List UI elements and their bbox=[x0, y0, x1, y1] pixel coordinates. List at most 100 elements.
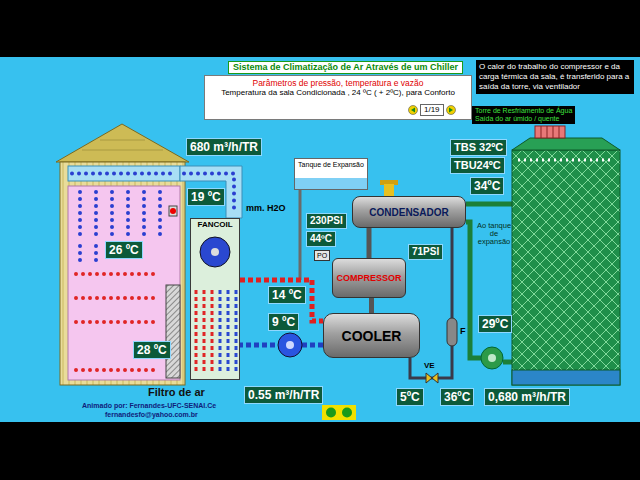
node-text: 28 ºC bbox=[137, 343, 167, 357]
tower-hood bbox=[512, 138, 620, 150]
background-panel bbox=[0, 57, 640, 422]
part-label: VE bbox=[424, 361, 435, 370]
note-label: Ao tanque de expansão bbox=[476, 222, 512, 246]
fancoil-unit: FANCOIL bbox=[190, 218, 240, 380]
node-text: 0.55 m³/h/TR bbox=[248, 388, 319, 402]
credit-text: Animado por: Fernandes-UFC-SENAI.Ce bbox=[82, 402, 216, 410]
air-duct bbox=[180, 166, 242, 218]
tank-pipe bbox=[299, 190, 302, 280]
temperature-display: 36ºC bbox=[440, 388, 474, 406]
node-text: Sistema de Climatização de Ar Através de… bbox=[233, 62, 458, 73]
node-text: CONDENSADOR bbox=[369, 207, 448, 218]
flow-display: 0,680 m³/h/TR bbox=[484, 388, 570, 406]
temperature-display: 5ºC bbox=[396, 388, 424, 406]
unit-label: mm. H2O bbox=[246, 203, 286, 213]
nav-button bbox=[409, 106, 418, 115]
thermostat bbox=[169, 206, 177, 216]
temperature-display: 34ºC bbox=[470, 177, 504, 195]
node-text: O calor do trabalho do compressor e da c… bbox=[479, 62, 631, 92]
temperature-display: TBS 32ºC bbox=[450, 139, 507, 156]
node-text: 71PSI bbox=[412, 246, 439, 258]
node-text: Temperatura da sala Condicionada , 24 ºC… bbox=[208, 88, 468, 98]
flow-display: 0.55 m³/h/TR bbox=[244, 386, 323, 404]
node-text: 14 ºC bbox=[272, 288, 302, 302]
chilled-water-pump bbox=[278, 333, 302, 357]
roof-lines bbox=[82, 140, 163, 150]
expansion-valve bbox=[426, 373, 438, 383]
node-text: 0,680 m³/h/TR bbox=[488, 390, 566, 404]
panel-ground bbox=[204, 75, 472, 120]
pressure-display: 71PSI bbox=[408, 244, 443, 260]
conditioned-room bbox=[68, 186, 180, 380]
cold-air-dots bbox=[184, 174, 234, 215]
pressure-switch: PO bbox=[314, 250, 330, 261]
node-text: 5ºC bbox=[400, 390, 420, 404]
nav-button bbox=[326, 408, 336, 418]
temperature-display: 44ºC bbox=[306, 231, 336, 247]
node-text: COOLER bbox=[342, 328, 402, 344]
cooling-tower bbox=[512, 150, 620, 385]
nav-button bbox=[342, 408, 352, 418]
node-text: Torre de Resfriamento de Água bbox=[475, 107, 572, 115]
node-text: 680 m³/h/TR bbox=[190, 140, 258, 154]
filter-drier bbox=[447, 318, 457, 346]
node-text: 19 ºC bbox=[191, 190, 221, 204]
node-text: 26 ºC bbox=[109, 243, 139, 257]
node-text: 34ºC bbox=[474, 179, 500, 193]
title-box: Sistema de Climatização de Ar Através de… bbox=[228, 61, 463, 74]
credit-text: fernandesfo@yahoo.com.br bbox=[105, 411, 198, 419]
tower-basin bbox=[512, 370, 620, 385]
temperature-display: 14 ºC bbox=[268, 286, 306, 304]
fancoil-body bbox=[190, 218, 240, 380]
node-text: 29ºC bbox=[482, 317, 508, 331]
node-text: 9 ºC bbox=[272, 315, 295, 329]
temperature-display: 19 ºC bbox=[187, 188, 225, 206]
node-text: Saída do ar úmido / quente bbox=[475, 115, 572, 123]
pump-hub bbox=[286, 341, 294, 349]
thermostat-led bbox=[170, 208, 176, 214]
water-pipe bbox=[466, 202, 514, 207]
fan bbox=[200, 237, 230, 267]
node-text: 36ºC bbox=[444, 390, 470, 404]
node-text: Parâmetros de pressão, temperatura e vaz… bbox=[208, 78, 468, 88]
part-label: Filtro de ar bbox=[148, 386, 205, 399]
service-valve bbox=[384, 184, 394, 196]
caption-box: Torre de Resfriamento de ÁguaSaída do ar… bbox=[472, 106, 575, 124]
nav-arrow bbox=[411, 108, 415, 113]
node-text: Tanque de Expansão bbox=[297, 160, 365, 169]
coil-cold bbox=[220, 290, 236, 372]
fan-hub bbox=[211, 248, 219, 256]
air-filter bbox=[166, 285, 180, 378]
cooler: COOLER bbox=[323, 313, 420, 358]
page-counter: 1/19 bbox=[420, 104, 444, 116]
condenser: CONDENSADOR bbox=[352, 196, 466, 228]
temperature-display: TBU24ºC bbox=[450, 157, 505, 174]
pressure-display: 230PSI bbox=[306, 213, 347, 229]
suction-line bbox=[369, 298, 374, 313]
nav-bar bbox=[322, 405, 356, 420]
note-box: O calor do trabalho do compressor e da c… bbox=[476, 60, 634, 94]
temperature-display: 9 ºC bbox=[268, 313, 299, 331]
parameter-panel: Parâmetros de pressão, temperatura e vaz… bbox=[204, 75, 472, 120]
cold-air-dots bbox=[80, 192, 160, 262]
nav-button bbox=[447, 106, 456, 115]
cold-air-dots bbox=[72, 172, 176, 176]
node-text: 44ºC bbox=[310, 233, 332, 245]
flow-display: 680 m³/h/TR bbox=[186, 138, 262, 156]
node-text: 1/19 bbox=[424, 105, 440, 115]
temperature-display: 28 ºC bbox=[133, 341, 171, 359]
node-text: TBU24ºC bbox=[454, 159, 501, 172]
supply-duct bbox=[68, 166, 180, 181]
tower-fan bbox=[535, 126, 565, 138]
coil-hot bbox=[196, 290, 212, 372]
water-spray bbox=[518, 159, 614, 162]
node-text: TBS 32ºC bbox=[454, 141, 503, 154]
node-text: COMPRESSOR bbox=[336, 273, 401, 283]
node-text: FANCOIL bbox=[193, 220, 237, 230]
temperature-display: 26 ºC bbox=[105, 241, 143, 259]
pump-hub bbox=[488, 354, 496, 362]
expansion-tank: Tanque de Expansão bbox=[294, 158, 368, 190]
